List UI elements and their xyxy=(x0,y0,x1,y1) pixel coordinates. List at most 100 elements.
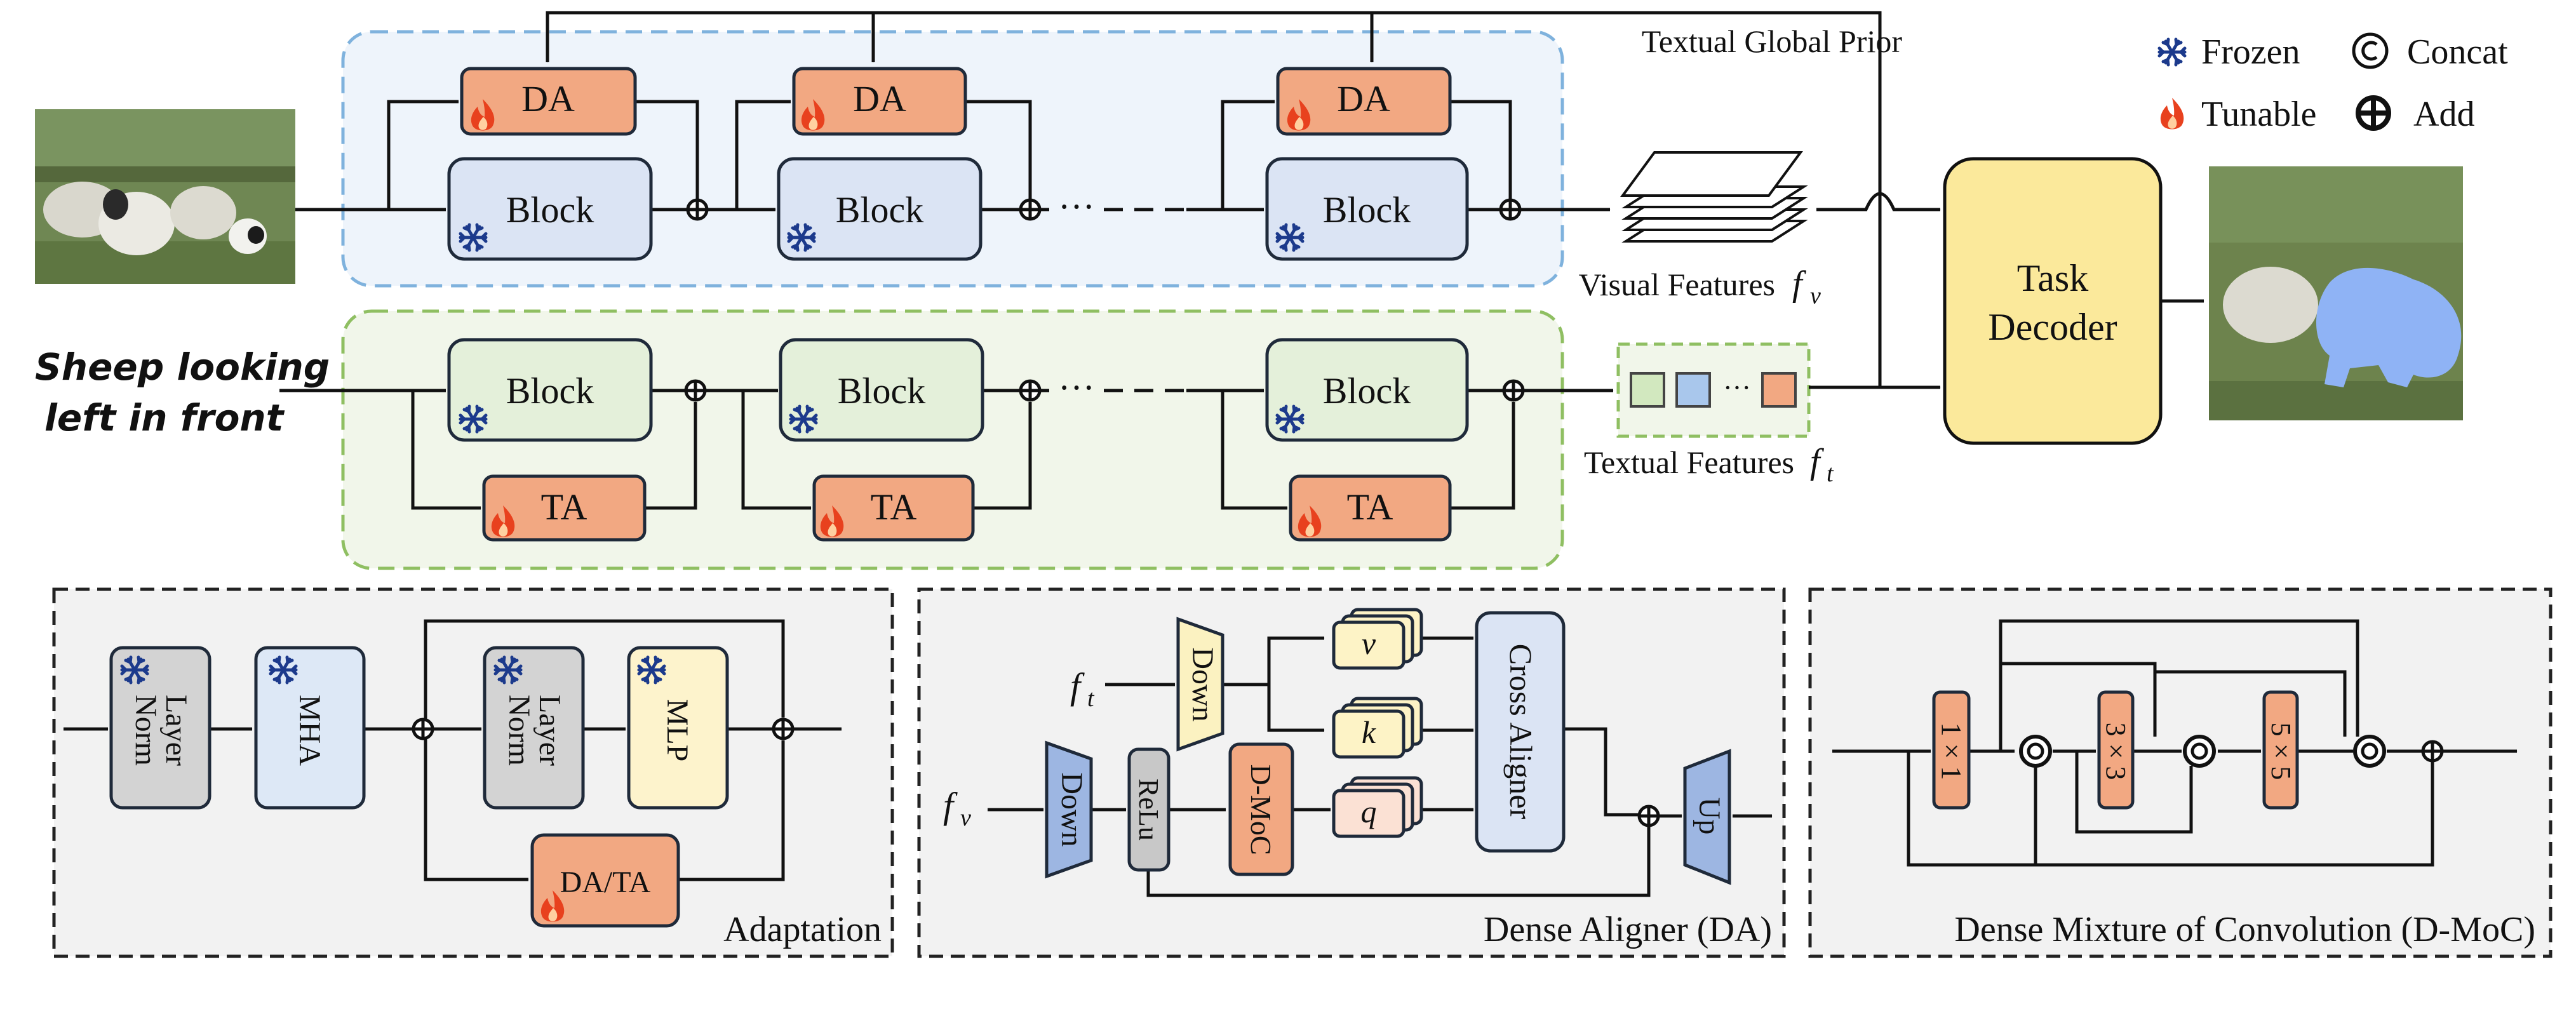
tunable-flame-icon xyxy=(2160,98,2184,130)
block-label: Block xyxy=(838,370,926,411)
layer-norm-text-1: Layer xyxy=(159,695,193,766)
block-label: Block xyxy=(506,189,594,231)
legend-concat: Concat xyxy=(2407,32,2508,72)
add-icon xyxy=(2358,98,2389,128)
concat-icon xyxy=(2355,737,2384,766)
text-ta-adapter-2: TA xyxy=(812,474,975,542)
add-icon xyxy=(1504,381,1523,400)
da-label: DA xyxy=(1337,78,1390,119)
query-text-line-2: left in front xyxy=(44,396,285,439)
block-label: Block xyxy=(1323,189,1411,231)
down-text: Down xyxy=(1055,772,1089,846)
text-block-n: Block xyxy=(1265,338,1469,442)
mha-block: MHA xyxy=(254,646,366,810)
visual-features-label: Visual Features xyxy=(1579,267,1775,302)
legend: Frozen Concat Tunable Add xyxy=(2159,32,2508,134)
frozen-snowflake-icon xyxy=(2159,39,2185,65)
text-ta-adapter-1: TA xyxy=(482,474,647,542)
da-label: DA xyxy=(853,78,906,119)
visual-block-n: Block xyxy=(1265,157,1469,261)
textual-features-label: Textual Features xyxy=(1584,444,1794,480)
visual-features-stack xyxy=(1620,151,1808,243)
add-icon xyxy=(686,381,705,400)
cross-aligner-block: Cross Aligner xyxy=(1475,611,1566,853)
legend-add: Add xyxy=(2413,95,2474,134)
concat-icon xyxy=(2021,737,2050,766)
value-stack: v xyxy=(1332,608,1423,670)
cross-aligner-text: Cross Aligner xyxy=(1503,644,1539,820)
block-label: Block xyxy=(1323,370,1411,411)
visual-block-1: Block xyxy=(447,157,653,261)
dmoc-title: Dense Mixture of Convolution (D-MoC) xyxy=(1954,910,2535,949)
task-decoder: Task Decoder xyxy=(1943,157,2163,445)
legend-frozen: Frozen xyxy=(2201,32,2300,72)
up-text: Up xyxy=(1693,798,1726,835)
ta-label: TA xyxy=(871,486,917,528)
fv-subscript: v xyxy=(960,805,971,831)
mlp-text: MLP xyxy=(661,699,694,762)
mha-text: MHA xyxy=(293,695,326,766)
conv-5x5: 5 × 5 xyxy=(2262,690,2299,810)
up-projection: Up xyxy=(1683,749,1731,885)
relu-block: ReLu xyxy=(1127,747,1171,872)
key-stack: k xyxy=(1332,697,1423,759)
down-text: Down xyxy=(1186,647,1219,721)
adaptation-title: Adaptation xyxy=(723,910,882,949)
visual-da-adapter-2: DA xyxy=(792,67,967,136)
textual-feature-symbol: f xyxy=(1810,442,1825,481)
add-icon xyxy=(774,719,793,739)
da-ta-block: DA/TA xyxy=(530,833,680,928)
add-icon xyxy=(688,200,707,219)
output-segmentation-image xyxy=(2209,166,2463,420)
conv-5x5-text: 5 × 5 xyxy=(2265,723,2297,780)
da-ta-text: DA/TA xyxy=(560,866,651,899)
add-icon xyxy=(1639,806,1658,826)
text-block-2: Block xyxy=(779,338,984,442)
layer-norm-1: Layer Norm xyxy=(109,646,211,810)
query-text-line-1: Sheep looking xyxy=(35,345,330,389)
textual-global-prior-label: Textual Global Prior xyxy=(1642,23,1903,59)
concat-icon xyxy=(2354,34,2387,67)
dmoc-block: D-MoC xyxy=(1228,742,1294,876)
conv-1x1-text: 1 × 1 xyxy=(1936,723,1967,780)
query-stack: q xyxy=(1332,776,1423,838)
concat-icon xyxy=(2185,737,2214,766)
conv-3x3-text: 3 × 3 xyxy=(2100,723,2131,780)
textual-features-tokens: ··· xyxy=(1616,342,1811,438)
layer-norm-text-2: Norm xyxy=(129,695,163,766)
key-label: k xyxy=(1362,714,1376,750)
conv-3x3: 3 × 3 xyxy=(2097,690,2135,810)
add-icon xyxy=(413,719,433,739)
dense-aligner-title: Dense Aligner (DA) xyxy=(1484,910,1772,949)
dmoc-panel xyxy=(1808,587,2553,958)
input-image xyxy=(35,109,295,284)
query-label: q xyxy=(1361,794,1377,829)
layer-norm-text-1: Layer xyxy=(533,695,567,766)
visual-feature-subscript: v xyxy=(1810,283,1821,309)
text-ta-adapter-n: TA xyxy=(1289,474,1452,542)
layer-norm-2: Layer Norm xyxy=(483,646,585,810)
add-icon xyxy=(1021,200,1040,219)
ta-label: TA xyxy=(541,486,587,528)
block-label: Block xyxy=(836,189,924,231)
visual-da-adapter-n: DA xyxy=(1276,67,1452,136)
down-projection-text: Down xyxy=(1176,617,1224,752)
add-icon xyxy=(1501,200,1520,219)
value-label: v xyxy=(1362,625,1376,661)
layer-norm-text-2: Norm xyxy=(502,695,536,766)
decoder-label-line-2: Decoder xyxy=(1988,306,2117,348)
ellipsis: ··· xyxy=(1058,186,1095,227)
conv-1x1: 1 × 1 xyxy=(1932,690,1971,810)
visual-block-2: Block xyxy=(777,157,983,261)
add-icon xyxy=(2423,742,2442,761)
decoder-label-line-1: Task xyxy=(2017,257,2088,299)
add-icon xyxy=(1021,381,1040,400)
mlp-block: MLP xyxy=(627,646,729,810)
ft-subscript: t xyxy=(1087,685,1095,712)
down-projection-visual: Down xyxy=(1045,740,1093,879)
block-label: Block xyxy=(506,370,594,411)
legend-tunable: Tunable xyxy=(2201,95,2317,134)
textual-feature-subscript: t xyxy=(1827,460,1834,487)
relu-text: ReLu xyxy=(1133,779,1164,841)
